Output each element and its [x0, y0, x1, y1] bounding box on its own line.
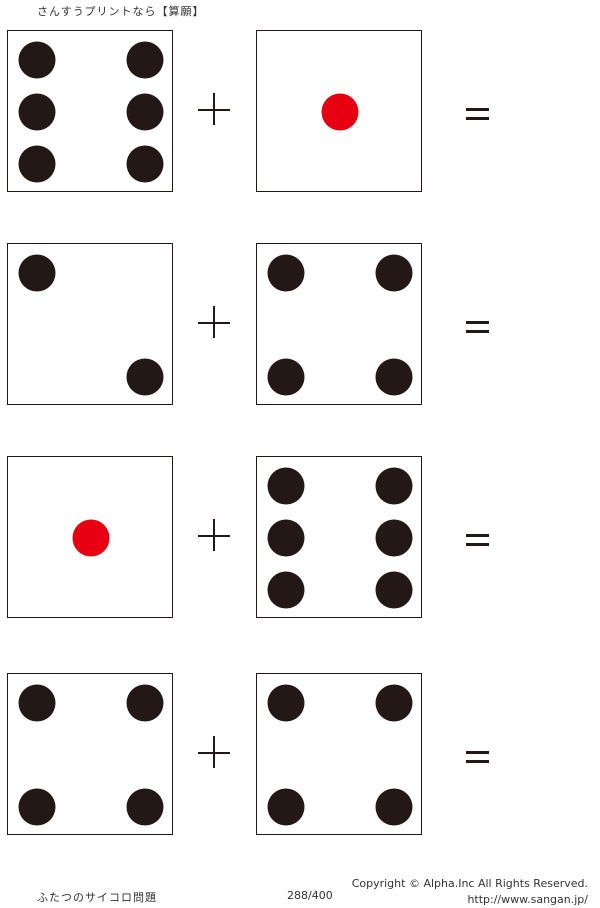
- die-right: [256, 243, 422, 405]
- pip-icon: [18, 145, 56, 183]
- pip-icon: [375, 684, 413, 722]
- red-pip-icon: [72, 519, 110, 557]
- die-right: [256, 30, 422, 192]
- pip-icon: [267, 519, 305, 557]
- pip-icon: [126, 684, 164, 722]
- equals-icon: [466, 321, 490, 333]
- pip-icon: [126, 93, 164, 131]
- pip-icon: [18, 788, 56, 826]
- problem-row: [0, 673, 600, 839]
- answer-blank[interactable]: [505, 70, 585, 160]
- equals-icon: [466, 751, 490, 763]
- pip-icon: [126, 358, 164, 396]
- pip-icon: [375, 467, 413, 505]
- pip-icon: [267, 684, 305, 722]
- die-right: [256, 673, 422, 835]
- die-left: [7, 673, 173, 835]
- die-left: [7, 30, 173, 192]
- answer-blank[interactable]: [505, 496, 585, 586]
- pip-icon: [18, 684, 56, 722]
- pip-icon: [375, 788, 413, 826]
- problem-row: [0, 456, 600, 622]
- plus-icon: [198, 735, 234, 771]
- die-left: [7, 243, 173, 405]
- die-left: [7, 456, 173, 618]
- pip-icon: [267, 358, 305, 396]
- answer-blank[interactable]: [505, 713, 585, 803]
- copyright-text: Copyright © Alpha.Inc All Rights Reserve…: [351, 877, 588, 890]
- plus-icon: [198, 518, 234, 554]
- footer-copyright: Copyright © Alpha.Inc All Rights Reserve…: [352, 876, 588, 908]
- pip-icon: [126, 145, 164, 183]
- page-number: 288/400: [287, 889, 333, 902]
- answer-blank[interactable]: [505, 283, 585, 373]
- pip-icon: [267, 254, 305, 292]
- pip-icon: [375, 519, 413, 557]
- pip-icon: [18, 41, 56, 79]
- die-right: [256, 456, 422, 618]
- pip-icon: [375, 358, 413, 396]
- red-pip-icon: [321, 93, 359, 131]
- pip-icon: [375, 571, 413, 609]
- pip-icon: [18, 254, 56, 292]
- pip-icon: [18, 93, 56, 131]
- footer-title: ふたつのサイコロ問題: [37, 891, 157, 904]
- page-header-title: さんすうプリントなら【算願】: [37, 5, 205, 18]
- pip-icon: [267, 571, 305, 609]
- pip-icon: [267, 467, 305, 505]
- plus-icon: [198, 92, 234, 128]
- problem-row: [0, 243, 600, 409]
- pip-icon: [126, 41, 164, 79]
- pip-icon: [126, 788, 164, 826]
- pip-icon: [267, 788, 305, 826]
- equals-icon: [466, 108, 490, 120]
- pip-icon: [375, 254, 413, 292]
- equals-icon: [466, 534, 490, 546]
- plus-icon: [198, 305, 234, 341]
- problem-row: [0, 30, 600, 196]
- site-url[interactable]: http://www.sangan.jp/: [467, 893, 588, 906]
